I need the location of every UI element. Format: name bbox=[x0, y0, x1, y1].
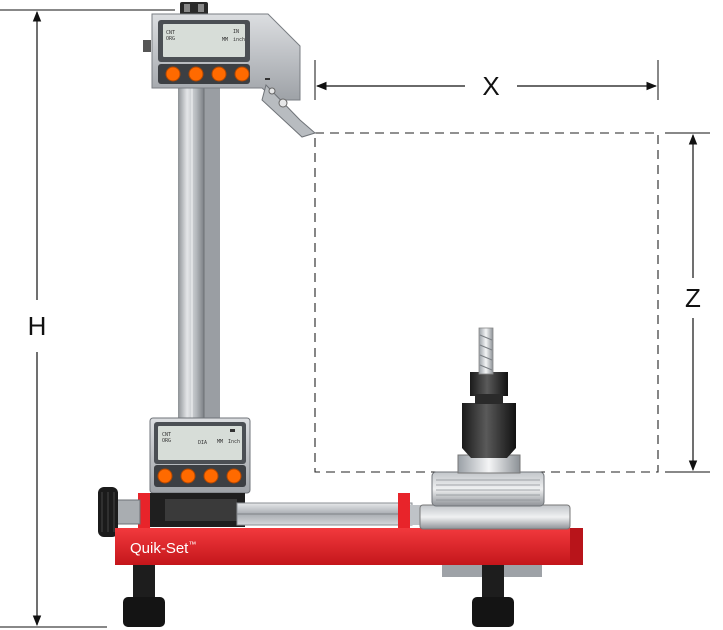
vertical-column bbox=[178, 82, 220, 427]
depth-dimension: Z bbox=[665, 132, 710, 473]
width-label: X bbox=[482, 71, 499, 101]
clamp-knob[interactable] bbox=[98, 487, 141, 537]
red-base: Quik-Set™ bbox=[115, 528, 583, 565]
bottom-lcd-mode: DIA bbox=[198, 440, 207, 446]
bottom-lcd-unit-mm: MM bbox=[217, 439, 223, 445]
top-lcd-line1: CNT bbox=[166, 30, 175, 36]
top-button-3[interactable] bbox=[211, 66, 227, 82]
brand-name: Quik-Set bbox=[130, 540, 189, 557]
measurement-envelope bbox=[314, 132, 659, 473]
bottom-lcd-line1: CNT bbox=[162, 432, 171, 438]
top-button-4[interactable] bbox=[234, 66, 250, 82]
base-feet bbox=[123, 565, 514, 627]
bottom-lcd-line2: ORG bbox=[162, 438, 171, 444]
height-dimension: H bbox=[0, 9, 175, 628]
bottom-display-buttons bbox=[157, 468, 242, 484]
right-foot bbox=[482, 565, 504, 600]
bottom-display-unit: CNT ORG DIA MM Inch bbox=[149, 417, 251, 494]
bottom-button-1[interactable] bbox=[157, 468, 173, 484]
bottom-button-2[interactable] bbox=[180, 468, 196, 484]
depth-label: Z bbox=[685, 283, 701, 313]
left-foot bbox=[133, 565, 155, 600]
spindle-assembly bbox=[419, 327, 571, 577]
top-lcd-unit-mm: MM bbox=[222, 37, 228, 43]
bottom-button-4[interactable] bbox=[226, 468, 242, 484]
bottom-button-3[interactable] bbox=[203, 468, 219, 484]
width-dimension: X bbox=[314, 60, 659, 101]
horizontal-rail bbox=[138, 493, 432, 533]
top-button-2[interactable] bbox=[188, 66, 204, 82]
top-display-buttons bbox=[165, 66, 250, 82]
top-lcd-line2: ORG bbox=[166, 36, 175, 42]
svg-text:Quik-Set™: Quik-Set™ bbox=[130, 540, 196, 557]
height-label: H bbox=[28, 311, 47, 341]
top-display-unit: CNT ORG IN MM inch bbox=[143, 2, 317, 138]
bottom-lcd-unit-inch: Inch bbox=[228, 439, 240, 445]
top-lcd-marker: IN bbox=[233, 29, 239, 35]
top-button-1[interactable] bbox=[165, 66, 181, 82]
top-lcd-unit-inch: inch bbox=[233, 37, 245, 43]
brand-trademark: ™ bbox=[188, 540, 196, 549]
